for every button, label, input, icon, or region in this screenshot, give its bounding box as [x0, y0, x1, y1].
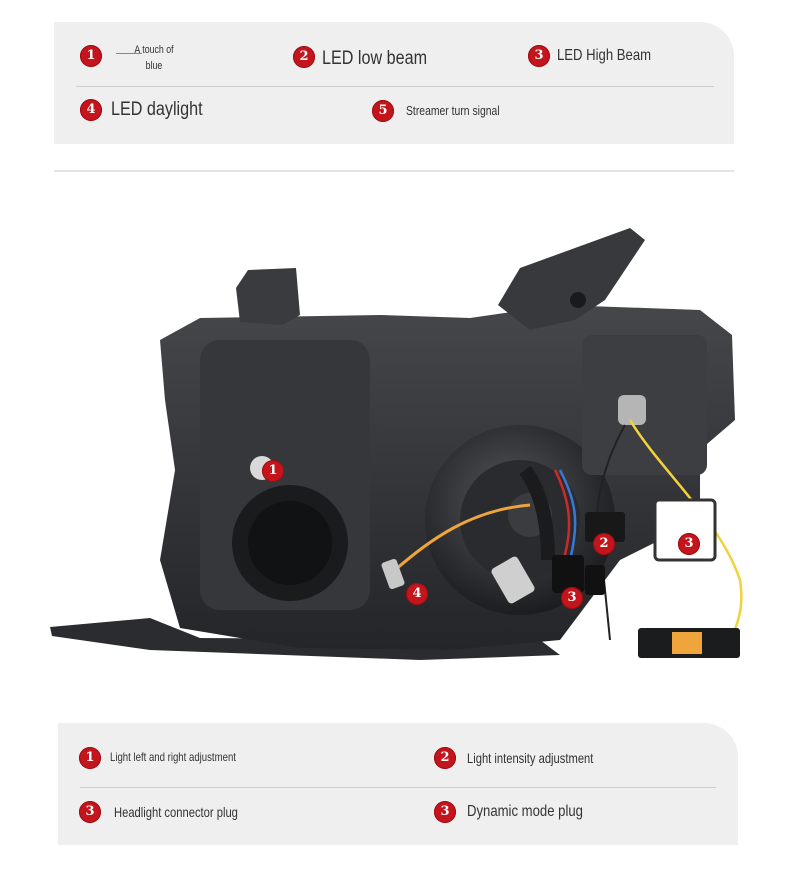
- photo-callout-4: 4: [406, 583, 428, 605]
- legend-label-1-line1: A touch of: [134, 44, 174, 56]
- bottom-label-3: Headlight connector plug: [114, 804, 238, 820]
- top-legend-panel: [54, 22, 734, 144]
- legend-label-5: Streamer turn signal: [406, 103, 500, 118]
- bottom-label-1: Light left and right adjustment: [110, 750, 236, 764]
- photo-callout-1: 1: [262, 460, 284, 482]
- legend-label-2: LED low beam: [322, 48, 428, 69]
- legend-label-4: LED daylight: [111, 99, 203, 120]
- photo-callout-3b: 3: [561, 587, 583, 609]
- bottom-badge-1: 1: [79, 747, 101, 769]
- blue-touch-line: [116, 53, 142, 54]
- legend-badge-5: 5: [372, 100, 394, 122]
- bottom-badge-4: 3: [434, 801, 456, 823]
- bottom-label-2: Light intensity adjustment: [467, 750, 594, 766]
- legend-badge-2: 2: [293, 46, 315, 68]
- photo-callout-3a: 3: [678, 533, 700, 555]
- bottom-legend-panel: [58, 723, 738, 845]
- legend-label-3: LED High Beam: [557, 47, 652, 64]
- bottom-badge-2: 2: [434, 747, 456, 769]
- bottom-label-4: Dynamic mode plug: [467, 803, 583, 820]
- photo-callout-2: 2: [593, 533, 615, 555]
- legend-badge-4: 4: [80, 99, 102, 121]
- legend-badge-3: 3: [528, 45, 550, 67]
- top-legend-divider: [76, 86, 714, 87]
- bottom-legend-divider: [80, 787, 716, 788]
- section-divider: [54, 170, 734, 172]
- legend-label-1: A touch of blue: [126, 42, 182, 74]
- legend-badge-1: 1: [80, 45, 102, 67]
- legend-label-1-line2: blue: [145, 60, 163, 72]
- bottom-badge-3: 3: [79, 801, 101, 823]
